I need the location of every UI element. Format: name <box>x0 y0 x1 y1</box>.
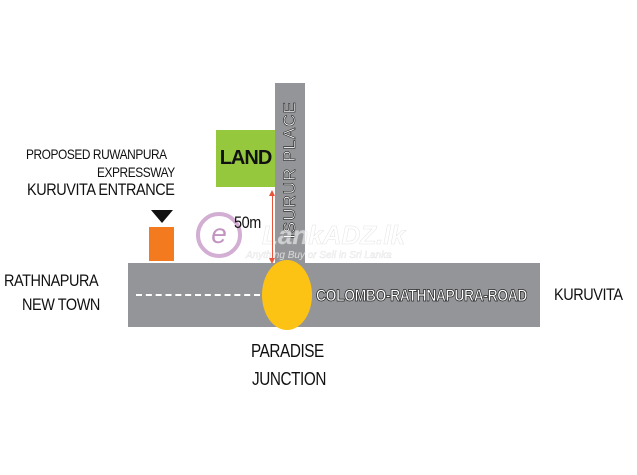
west-label-line1: RATHNAPURA <box>4 271 99 290</box>
expressway-label-line2: EXPRESSWAY <box>97 164 175 180</box>
expressway-label-line3: KURUVITA ENTRANCE <box>27 180 175 199</box>
expressway-entrance-marker <box>149 227 174 261</box>
junction-marker <box>262 260 312 330</box>
distance-label: 50m <box>234 213 261 232</box>
expressway-label-line1: PROPOSED RUWANPURA <box>26 146 167 162</box>
watermark-text: LankADZ.lk <box>262 220 406 251</box>
junction-label-line2: JUNCTION <box>252 369 326 389</box>
side-road-name: ISURUR PLACE <box>280 101 300 239</box>
watermark-tagline: Anything Buy or Sell in Sri Lanka <box>246 250 392 261</box>
west-label-line2: NEW TOWN <box>22 295 100 314</box>
watermark-logo: e <box>196 212 242 258</box>
pointer-triangle-icon <box>151 210 173 223</box>
distance-arrow-icon <box>269 190 275 264</box>
road-center-line <box>136 294 260 296</box>
east-label: KURUVITA <box>554 285 623 304</box>
main-road-name: COLOMBO-RATHNAPURA-ROAD <box>316 286 528 306</box>
junction-label-line1: PARADISE <box>251 341 324 361</box>
side-road <box>275 83 305 264</box>
land-plot: LAND <box>216 130 275 187</box>
